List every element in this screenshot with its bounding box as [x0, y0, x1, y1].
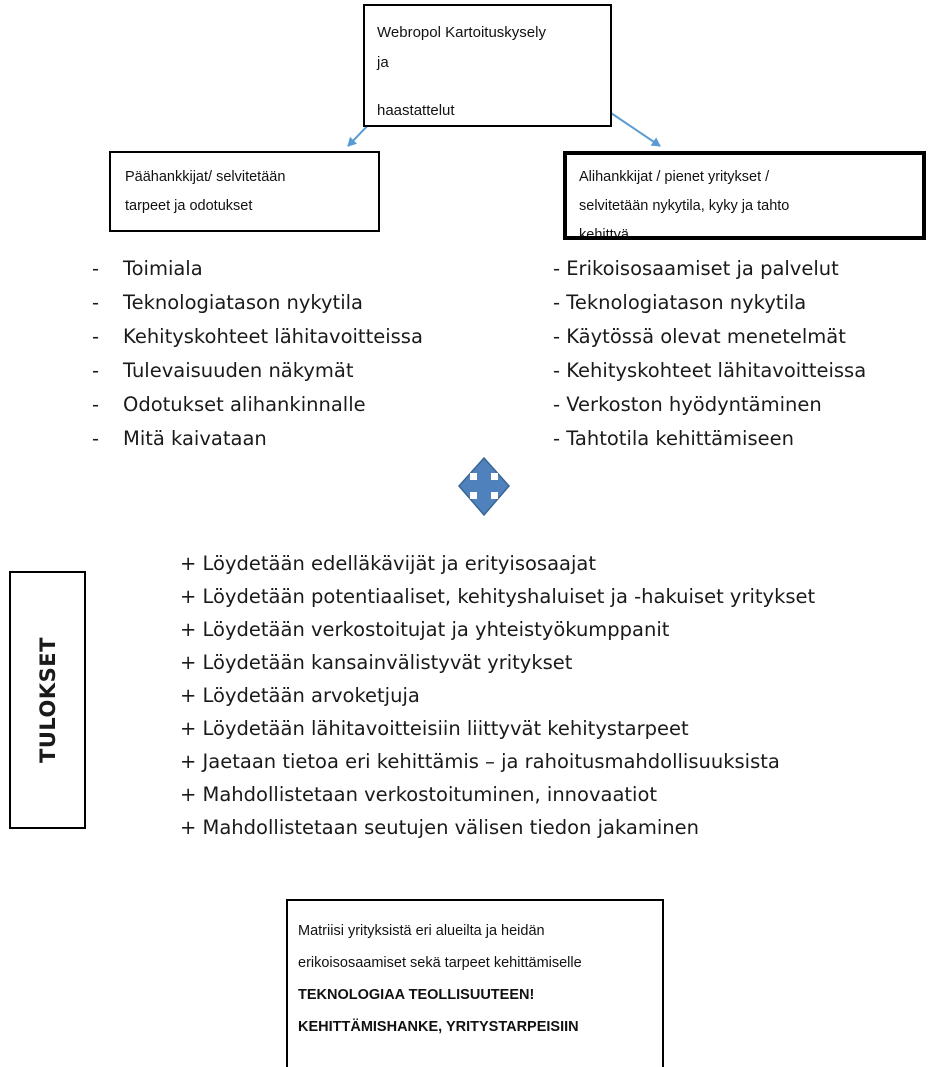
- subcontractors-line-1: Alihankkijat / pienet yritykset /: [579, 169, 770, 185]
- subcontractors-line-3: kehittyä: [579, 227, 629, 240]
- subcontractors-box: Alihankkijat / pienet yritykset / selvit…: [563, 151, 926, 240]
- result-item: + Mahdollistetaan verkostoituminen, inno…: [180, 783, 658, 806]
- list-bullet: -: [92, 427, 100, 450]
- list-item: -Tulevaisuuden näkymät: [92, 354, 423, 388]
- result-item: + Löydetään edelläkävijät ja erityisosaa…: [180, 552, 596, 575]
- list-item-text: Kehityskohteet lähitavoitteissa: [123, 325, 423, 348]
- main-suppliers-line-1: Päähankkijat/ selvitetään: [125, 169, 286, 185]
- list-bullet: -: [92, 291, 100, 314]
- arrow-to-right-box: [610, 112, 661, 147]
- four-way-arrow-icon: [458, 456, 510, 517]
- result-item: + Löydetään arvoketjuja: [180, 684, 420, 707]
- main-suppliers-list: -Toimiala -Teknologiatason nykytila -Keh…: [92, 252, 423, 456]
- main-suppliers-box: Päähankkijat/ selvitetään tarpeet ja odo…: [109, 151, 380, 232]
- list-item-text: Odotukset alihankinnalle: [123, 393, 366, 416]
- subcontractors-line-2: selvitetään nykytila, kyky ja tahto: [579, 198, 790, 214]
- list-item-text: Toimiala: [123, 257, 203, 280]
- list-item: -Mitä kaivataan: [92, 422, 423, 456]
- list-item: -Odotukset alihankinnalle: [92, 388, 423, 422]
- list-item: -Toimiala: [92, 252, 423, 286]
- list-bullet: -: [92, 325, 100, 348]
- results-label-box: TULOKSET: [9, 571, 86, 829]
- matrix-box-slogan: TEKNOLOGIAA TEOLLISUUTEEN!: [298, 987, 535, 1003]
- list-item: - Kehityskohteet lähitavoitteissa: [553, 359, 867, 382]
- list-item: -Teknologiatason nykytila: [92, 286, 423, 320]
- result-item: + Mahdollistetaan seutujen välisen tiedo…: [180, 816, 699, 839]
- matrix-box-line-2: erikoisosaamiset sekä tarpeet kehittämis…: [298, 955, 582, 971]
- list-bullet: -: [92, 257, 100, 280]
- main-suppliers-line-2: tarpeet ja odotukset: [125, 198, 253, 214]
- list-item: - Tahtotila kehittämiseen: [553, 427, 794, 450]
- list-item: - Erikoisosaamiset ja palvelut: [553, 257, 839, 280]
- result-item: + Löydetään potentiaaliset, kehityshalui…: [180, 585, 816, 608]
- list-item: - Teknologiatason nykytila: [553, 291, 807, 314]
- subcontractors-list: - Erikoisosaamiset ja palvelut - Teknolo…: [553, 252, 866, 456]
- result-item: + Löydetään verkostoitujat ja yhteistyök…: [180, 618, 670, 641]
- results-list: + Löydetään edelläkävijät ja erityisosaa…: [180, 547, 815, 844]
- results-label: TULOKSET: [35, 637, 60, 763]
- result-item: + Jaetaan tietoa eri kehittämis – ja rah…: [180, 750, 780, 773]
- survey-box: Webropol Kartoituskysely ja haastattelut: [363, 4, 612, 127]
- result-item: + Löydetään lähitavoitteisiin liittyvät …: [180, 717, 689, 740]
- list-item-text: Tulevaisuuden näkymät: [123, 359, 354, 382]
- survey-box-line-3: haastattelut: [377, 102, 455, 119]
- matrix-box-project: KEHITTÄMISHANKE, YRITYSTARPEISIIN: [298, 1019, 579, 1035]
- matrix-box: Matriisi yrityksistä eri alueilta ja hei…: [286, 899, 664, 1067]
- list-bullet: -: [92, 393, 100, 416]
- matrix-box-line-1: Matriisi yrityksistä eri alueilta ja hei…: [298, 923, 545, 939]
- list-item: - Verkoston hyödyntäminen: [553, 393, 822, 416]
- result-item: + Löydetään kansainvälistyvät yritykset: [180, 651, 573, 674]
- list-bullet: -: [92, 359, 100, 382]
- list-item-text: Mitä kaivataan: [123, 427, 267, 450]
- survey-box-line-2: ja: [377, 54, 389, 71]
- list-item: -Kehityskohteet lähitavoitteissa: [92, 320, 423, 354]
- list-item: - Käytössä olevat menetelmät: [553, 325, 846, 348]
- survey-box-line-1: Webropol Kartoituskysely: [377, 24, 546, 41]
- list-item-text: Teknologiatason nykytila: [123, 291, 363, 314]
